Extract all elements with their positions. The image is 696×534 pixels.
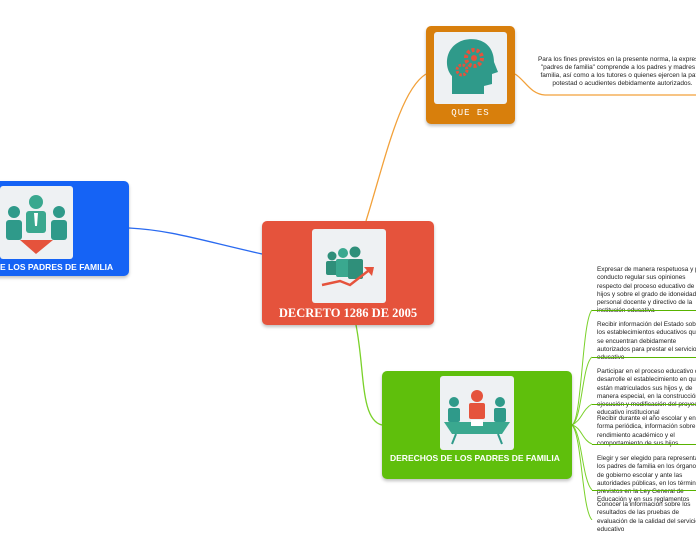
deberes-title: E LOS PADRES DE FAMILIA	[0, 262, 114, 272]
derechos-title: DERECHOS DE LOS PADRES DE FAMILIA	[390, 453, 560, 463]
link-central-deberes	[128, 227, 263, 255]
business-growth-icon	[312, 229, 386, 303]
derecho-item-underline	[592, 310, 696, 311]
derecho-item-underline	[592, 444, 696, 445]
derecho-item: Expresar de manera respetuosa y por cond…	[597, 266, 696, 314]
derecho-item: Elegir y ser elegido para representar a …	[597, 455, 696, 504]
que-es-node[interactable]: QUE ES	[426, 26, 515, 124]
derecho-item: Conocer la información sobre los resulta…	[597, 501, 696, 533]
link-que-definition	[514, 73, 696, 96]
que-es-definition: Para los fines previstos en la presente …	[537, 56, 696, 87]
link-derechos-leaves	[571, 309, 593, 520]
central-topic-node[interactable]: DECRETO 1286 DE 2005	[262, 221, 434, 325]
que-es-title: QUE ES	[451, 108, 490, 118]
deberes-node[interactable]: E LOS PADRES DE FAMILIA	[0, 181, 129, 276]
derecho-item-underline	[592, 357, 696, 358]
derecho-item-underline	[592, 490, 696, 491]
link-central-derechos	[355, 324, 383, 426]
derecho-item: Recibir durante el año escolar y en form…	[597, 415, 696, 447]
central-topic-title: DECRETO 1286 DE 2005	[278, 306, 418, 320]
meeting-table-icon	[440, 376, 514, 450]
derecho-item: Participar en el proceso educativo que d…	[597, 368, 696, 417]
derechos-node[interactable]: DERECHOS DE LOS PADRES DE FAMILIA	[382, 371, 572, 479]
derecho-item-underline	[592, 404, 696, 405]
connector-lines	[128, 73, 696, 520]
team-download-icon	[0, 186, 73, 259]
brain-gears-icon	[434, 32, 507, 104]
link-central-que	[365, 73, 427, 222]
